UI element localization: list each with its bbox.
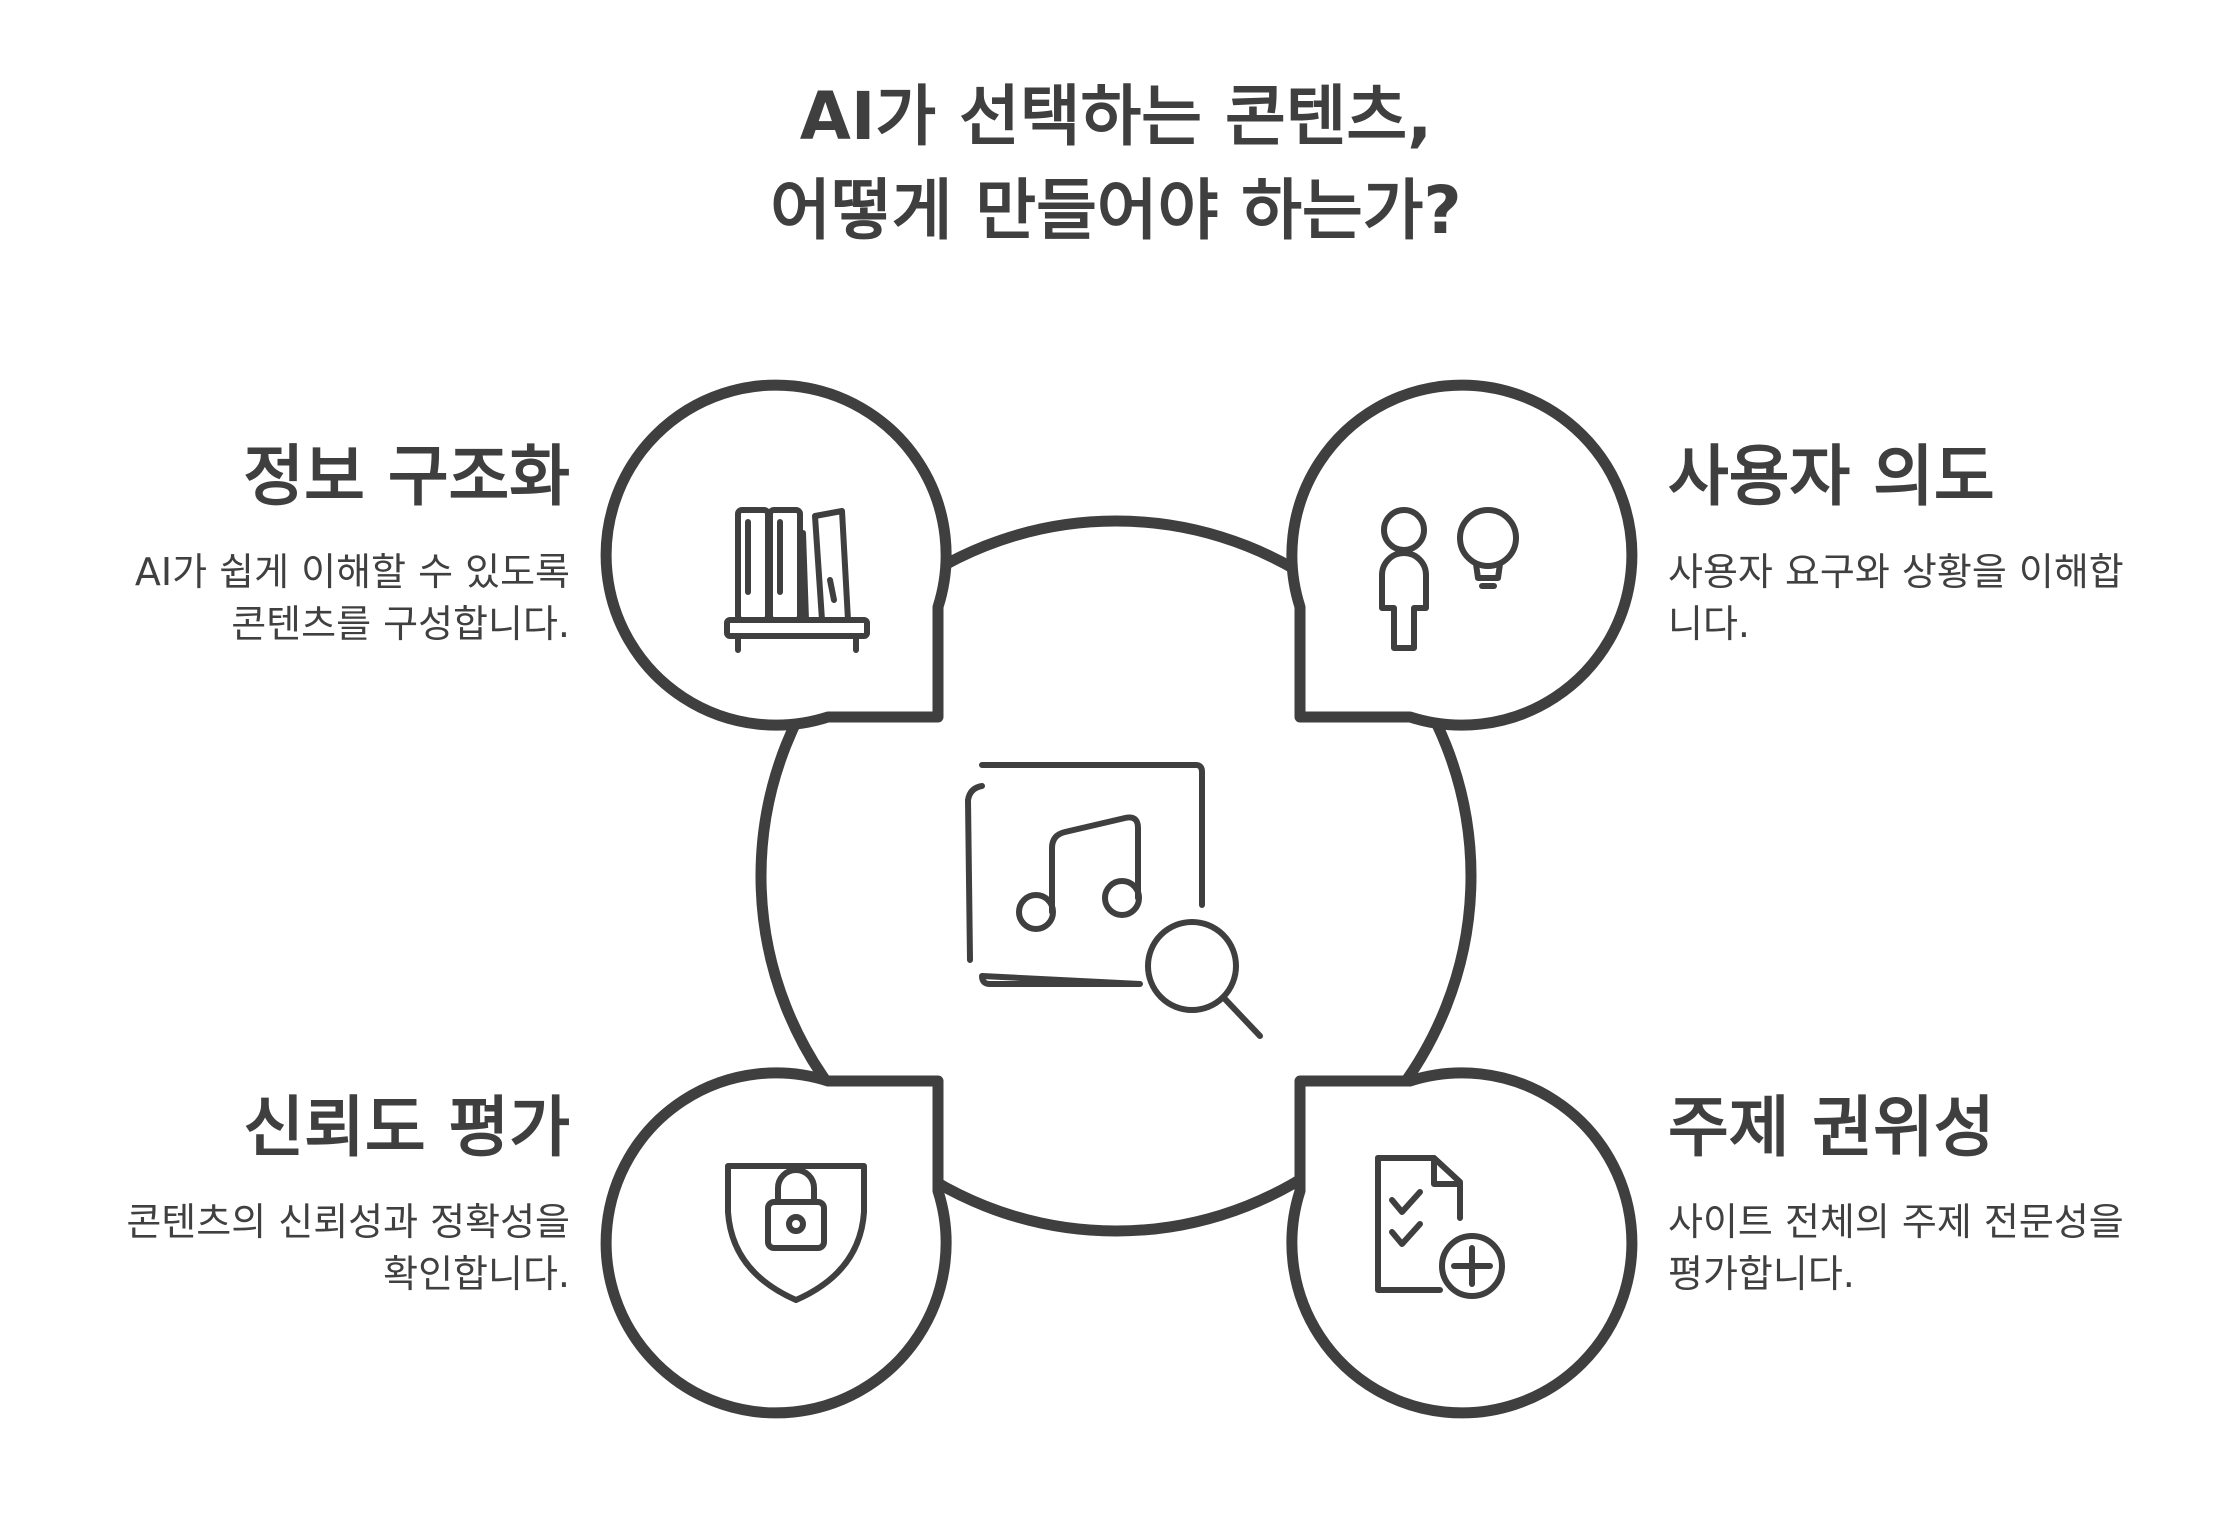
title-line-2: 어떻게 만들어야 하는가? <box>770 172 1462 249</box>
heading-topical-authority: 주제 권위성 <box>1668 1089 1995 1166</box>
heading-user-intent: 사용자 의도 <box>1668 438 1995 515</box>
music-search-icon <box>965 762 1263 1039</box>
petal-top-left <box>600 379 952 731</box>
description-user-intent: 사용자 요구와 상황을 이해합니다. <box>1668 550 2124 646</box>
checklist-document-plus-icon <box>1375 1155 1505 1299</box>
heading-credibility-evaluation: 신뢰도 평가 <box>243 1089 570 1166</box>
bookshelf-icon <box>724 507 870 653</box>
title-line-1: AI가 선택하는 콘텐츠, <box>799 78 1433 155</box>
petal-top-right <box>1286 379 1638 731</box>
petal-bottom-right <box>1286 1067 1638 1419</box>
diagram-title: AI가 선택하는 콘텐츠, 어떻게 만들어야 하는가? <box>0 70 2232 258</box>
shield-lock-icon <box>725 1163 867 1303</box>
description-information-structuring: AI가 쉽게 이해할 수 있도록 콘텐츠를 구성합니다. <box>134 550 570 646</box>
description-credibility-evaluation: 콘텐츠의 신뢰성과 정확성을 확인합니다. <box>126 1200 570 1296</box>
person-lightbulb-icon <box>1379 507 1519 651</box>
description-topical-authority: 사이트 전체의 주제 전문성을 평가합니다. <box>1668 1200 2124 1296</box>
heading-information-structuring: 정보 구조화 <box>243 438 570 515</box>
petal-bottom-left <box>600 1067 952 1419</box>
